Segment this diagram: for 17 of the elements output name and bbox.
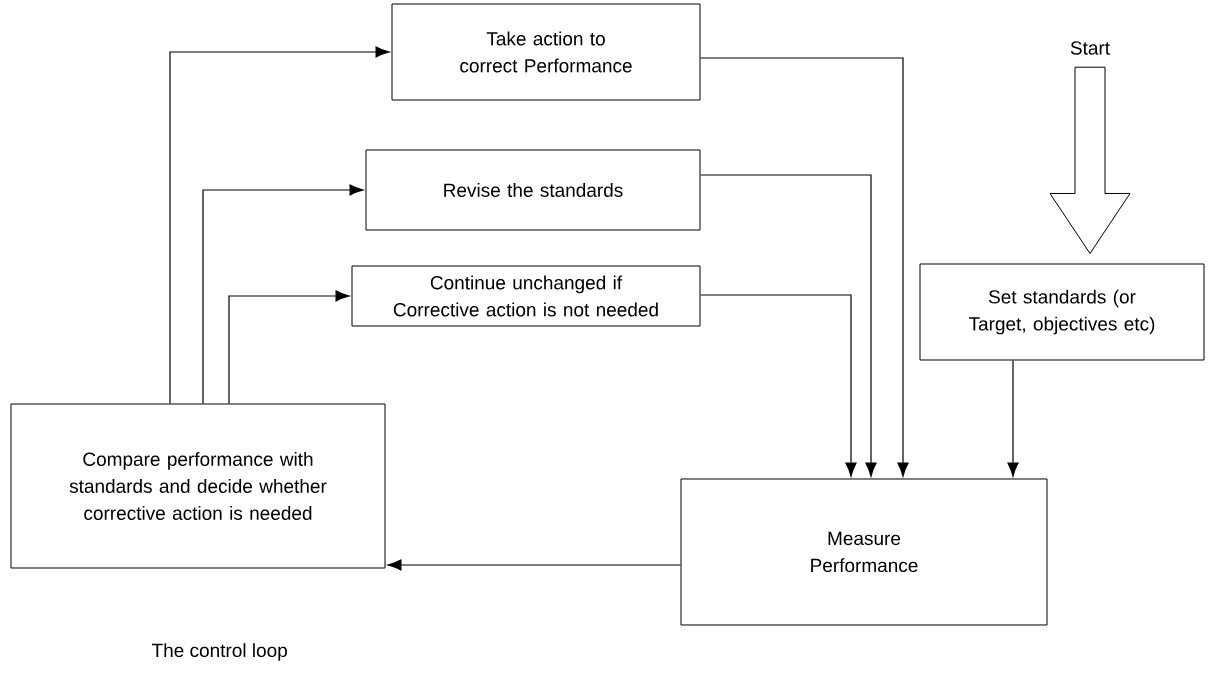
arrow (228, 290, 350, 405)
start-label: Start (1070, 41, 1110, 55)
process-box: Take action to correct Performance (391, 3, 701, 101)
process-box: Compare performance with standards and decide whether corrective action is needed (10, 403, 386, 569)
caption: The control loop (151, 643, 287, 661)
process-box: Continue unchanged if Corrective action is not needed (351, 265, 701, 327)
process-box: Measure Performance (680, 478, 1048, 626)
block-arrow (1049, 66, 1131, 254)
arrow (1007, 359, 1019, 477)
arrow (699, 294, 857, 477)
arrow (202, 184, 364, 405)
process-box: Set standards (or Target, objectives etc) (919, 263, 1205, 361)
process-box: Revise the standards (365, 149, 701, 231)
arrow (699, 57, 909, 477)
arrow (699, 174, 877, 477)
arrow (387, 559, 682, 571)
arrow (169, 46, 390, 405)
